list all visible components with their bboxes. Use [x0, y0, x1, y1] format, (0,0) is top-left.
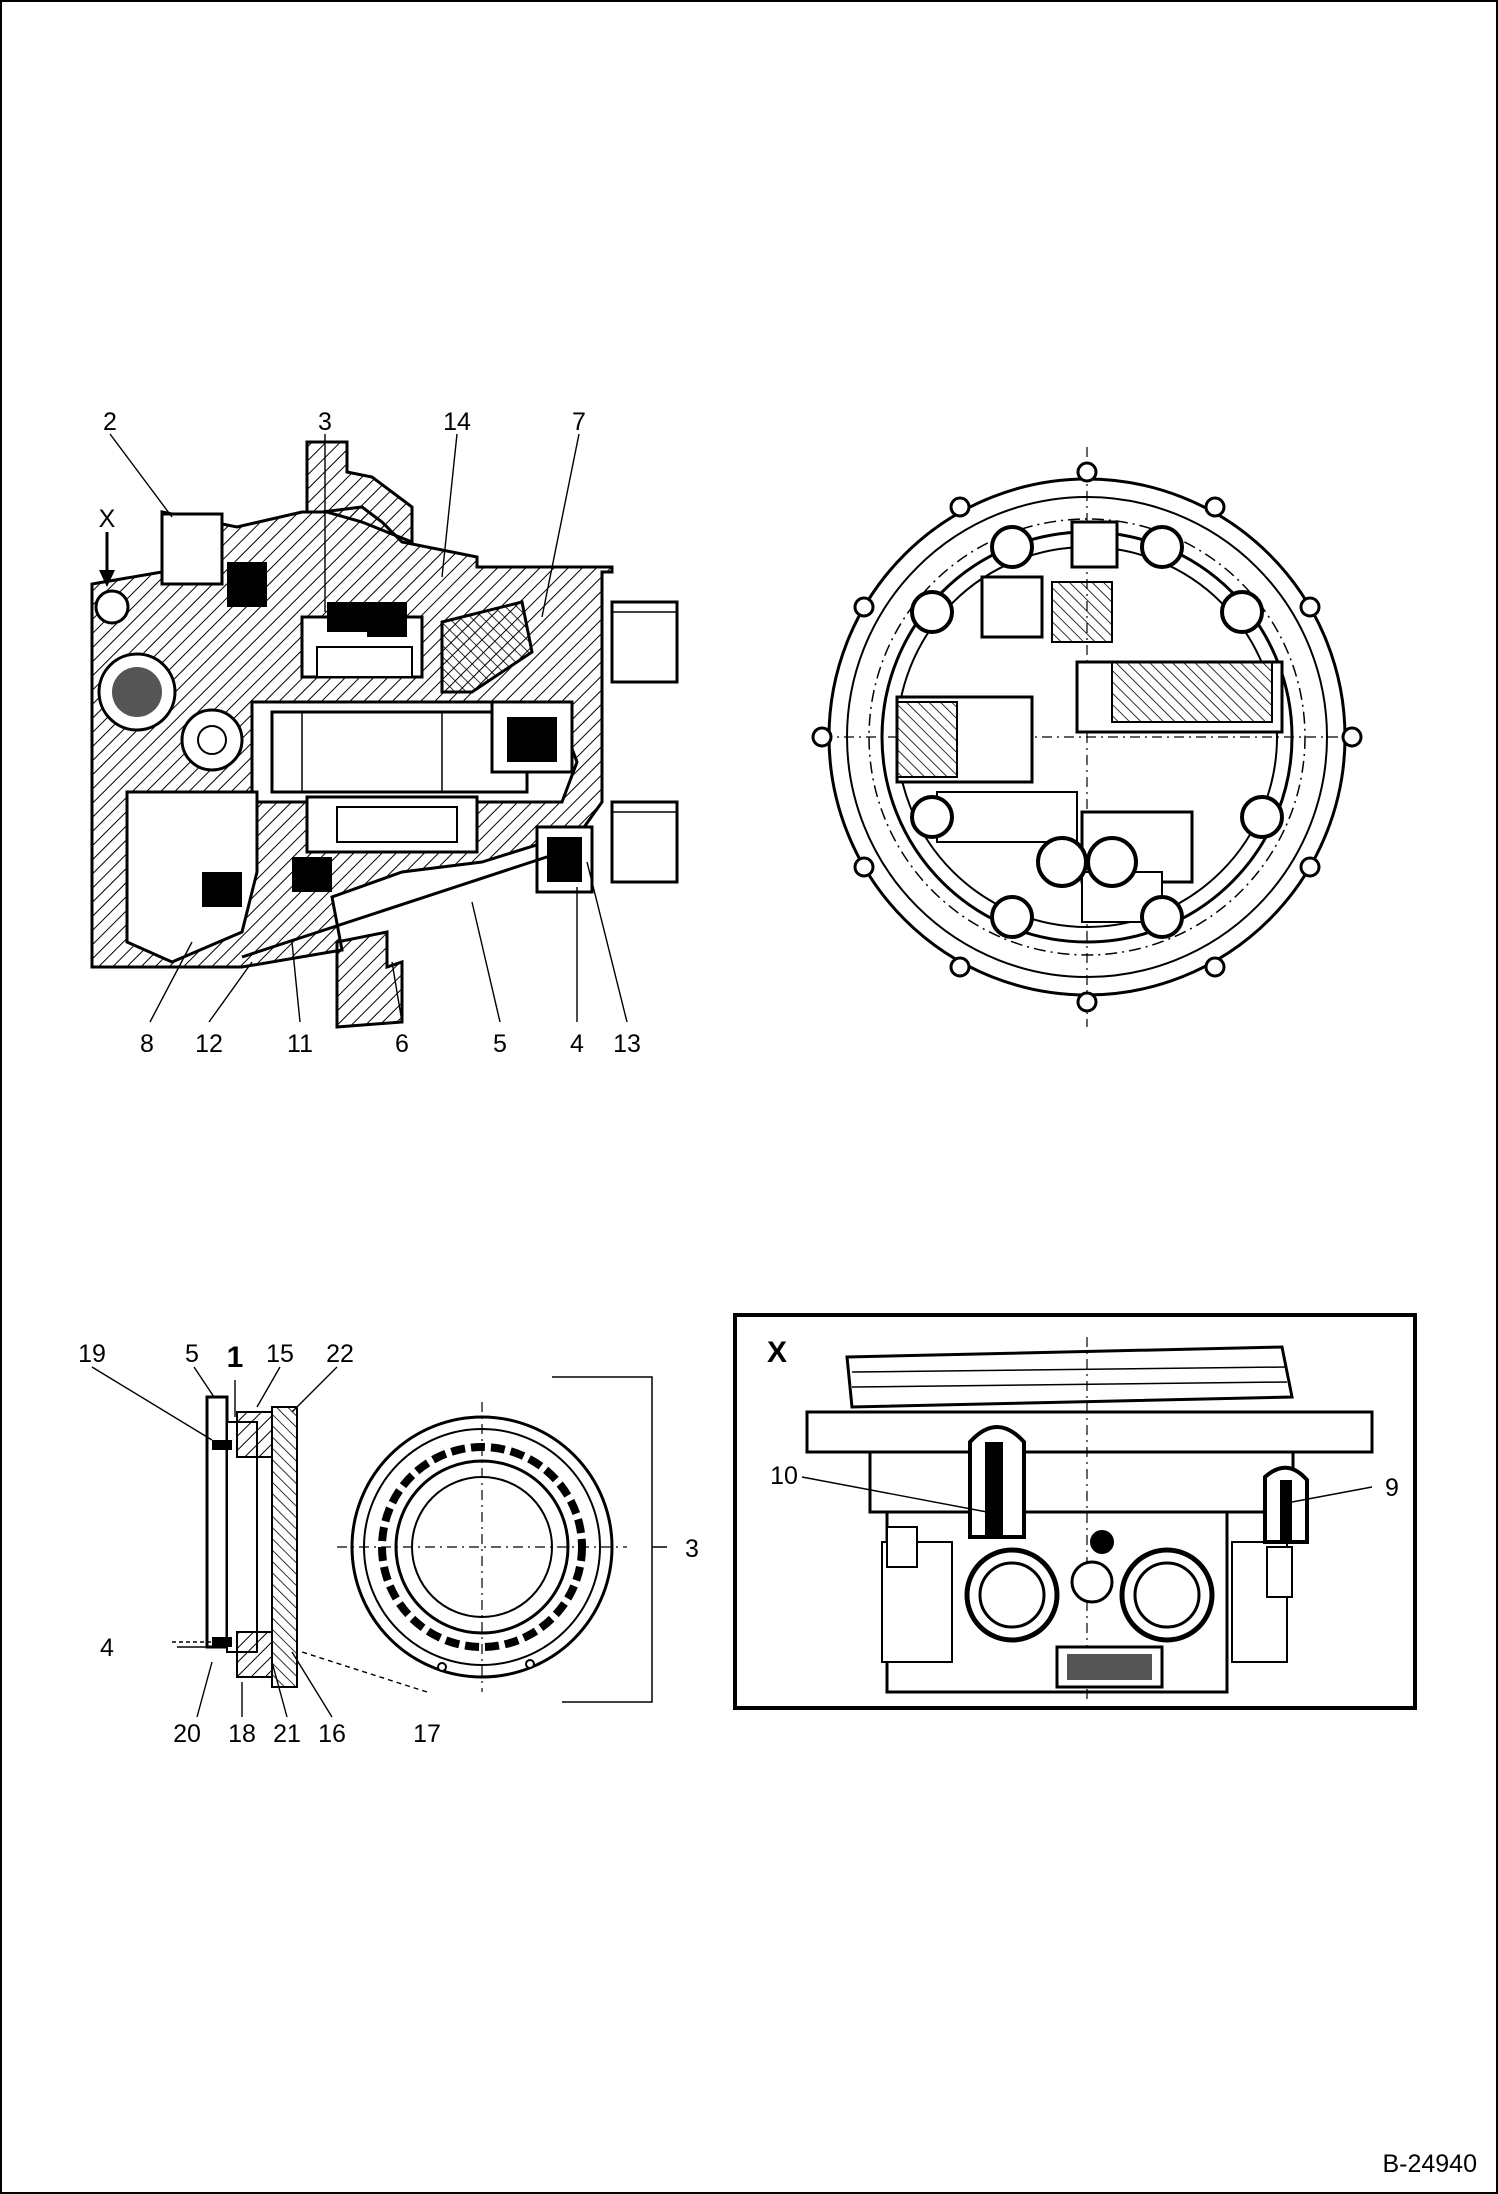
- callout-4: 4: [570, 1030, 584, 1058]
- callout-x: X: [99, 505, 116, 533]
- callout-17: 17: [413, 1720, 441, 1748]
- callout-6: 6: [395, 1030, 409, 1058]
- callout-19: 19: [78, 1340, 106, 1368]
- callout-10: 10: [770, 1462, 798, 1490]
- callout-21: 21: [273, 1720, 301, 1748]
- callout-13: 13: [613, 1030, 641, 1058]
- callout-5: 5: [493, 1030, 507, 1058]
- view-x-leaders: [801, 1476, 1373, 1513]
- motor-end-view: [811, 447, 1363, 1027]
- upper-flange: [305, 440, 414, 545]
- port-upper: [610, 600, 679, 684]
- lower-flange: [335, 930, 404, 1029]
- callout-16: 16: [318, 1720, 346, 1748]
- drive-shaft: [270, 710, 529, 794]
- inner-bolts: [910, 525, 1284, 939]
- detail-3-view: [172, 1376, 667, 1703]
- main-section-leaders: [109, 433, 628, 1023]
- callout-20: 20: [173, 1720, 201, 1748]
- callout-3: 3: [318, 408, 332, 436]
- view-x-label: X: [767, 1336, 787, 1369]
- callout-4b: 4: [100, 1634, 114, 1662]
- motor-section-view: [90, 440, 679, 1029]
- callout-9: 9: [1385, 1474, 1399, 1502]
- callout-22: 22: [326, 1340, 354, 1368]
- callout-18: 18: [228, 1720, 256, 1748]
- port-2: [160, 512, 224, 586]
- detail-3-callouts: 19 5 1 15 22 4 20 18 21 16 17 3: [78, 1340, 699, 1748]
- detail-3-leaders: [91, 1366, 428, 1718]
- callout-12: 12: [195, 1030, 223, 1058]
- callout-14: 14: [443, 408, 471, 436]
- port-lower: [610, 800, 679, 884]
- callout-8: 8: [140, 1030, 154, 1058]
- callout-15: 15: [266, 1340, 294, 1368]
- view-x-callouts: 10 9: [770, 1462, 1399, 1502]
- callout-1: 1: [227, 1341, 244, 1374]
- main-section-callouts: 2 3 14 7 X 8 12 11 6 5 4 13: [99, 408, 641, 1058]
- swash-plate: [440, 600, 534, 694]
- callout-3b: 3: [685, 1535, 699, 1563]
- callout-2: 2: [103, 408, 117, 436]
- view-x-panel: X: [733, 1313, 1417, 1710]
- callout-7: 7: [572, 408, 586, 436]
- callout-11: 11: [287, 1030, 313, 1058]
- callout-5b: 5: [185, 1340, 199, 1368]
- flange-bolts: [811, 461, 1363, 1013]
- drawing-id: B-24940: [1382, 2150, 1477, 2178]
